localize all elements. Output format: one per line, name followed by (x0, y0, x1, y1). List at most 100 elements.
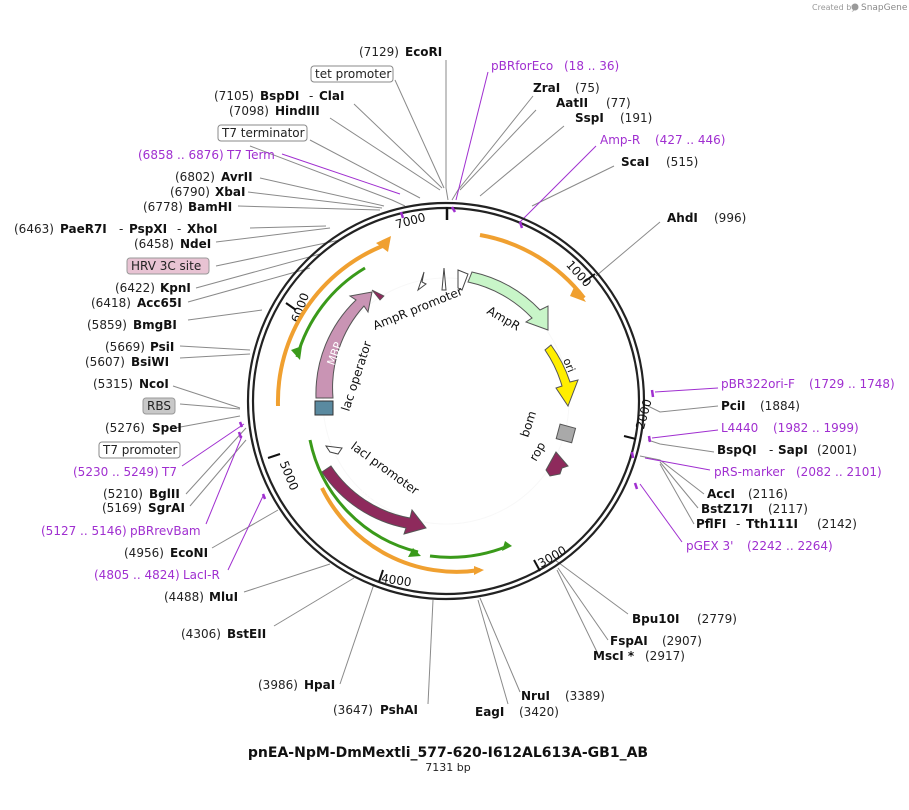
enzyme-hpai-pos: (3986) (258, 678, 298, 692)
t7-promoter-box (98, 441, 181, 459)
credit-brand: SnapGene (861, 3, 908, 13)
enzyme-bpu10i: Bpu10I (632, 612, 679, 626)
enzyme-scai-pos: (515) (666, 155, 698, 169)
laci-promoter-label: lacI promoter (348, 439, 421, 498)
enzyme-acci-pos: (2116) (748, 487, 788, 501)
enzyme-msci-pos: (2917) (645, 649, 685, 663)
enzyme-bsteii: BstEII (227, 627, 266, 641)
enzyme-pspxi: PspXI (129, 222, 167, 236)
enzyme-mlui: MluI (209, 590, 238, 604)
rop-label: rop (526, 439, 548, 463)
hrv-feature[interactable] (371, 289, 385, 301)
enzyme-bpu10i-pos: (2779) (697, 612, 737, 626)
ampr-feature[interactable] (467, 271, 549, 331)
primer-t7-term-range: (6858 .. 6876) (138, 148, 224, 162)
enzyme-bsiwi-pos: (5607) (85, 355, 125, 369)
enzyme-nrui: NruI (521, 689, 550, 703)
primer-pbrrevbam: pBRrevBam (130, 524, 201, 538)
lac-operator-label: lac operator (339, 339, 375, 413)
enzyme-pflfi: PflFI (696, 517, 726, 531)
enzyme-bspqi-pos: (2001) (817, 443, 857, 457)
primer-markers (237, 206, 655, 500)
tick-marks (267, 208, 637, 583)
t7-terminator-box (217, 124, 308, 142)
mbp-feature[interactable] (315, 291, 373, 399)
enzyme-xhoi: XhoI (187, 222, 218, 236)
enzyme-eagi-pos: (3420) (519, 705, 559, 719)
enzyme-spei: SpeI (152, 421, 182, 435)
lac-operator-feature[interactable] (314, 400, 334, 416)
enzyme-bspdi: BspDI (260, 89, 299, 103)
primer-labels: pBRforEco (18 .. 36) Amp-R (427 .. 446) … (41, 59, 895, 582)
enzyme-avrii-pos: (6802) (175, 170, 215, 184)
enzyme-kpni-pos: (6422) (115, 281, 155, 295)
ori-feature[interactable] (544, 344, 579, 408)
enzyme-fspai: FspAI (610, 634, 648, 648)
primer-ampr-range: (427 .. 446) (655, 133, 725, 147)
enzyme-bamhi: BamHI (188, 200, 232, 214)
primer-laci-r: LacI-R (183, 568, 220, 582)
enzyme-fspai-pos: (2907) (662, 634, 702, 648)
enzyme-scai: ScaI (621, 155, 649, 169)
enzyme-ndei: NdeI (180, 237, 211, 251)
enzyme-paer7i-pos: (6463) (14, 222, 54, 236)
enzyme-ncoi-pos: (5315) (93, 377, 133, 391)
enzyme-sspi: SspI (575, 111, 604, 125)
hrv-site-box (126, 257, 210, 275)
enzyme-bsteii-pos: (4306) (181, 627, 221, 641)
backbone (246, 201, 646, 601)
promoter-arrow-2 (441, 267, 447, 291)
laci-feature[interactable] (321, 465, 427, 535)
enzyme-bamhi-pos: (6778) (143, 200, 183, 214)
enzyme-hindiii-pos: (7098) (229, 104, 269, 118)
enzyme-kpni: KpnI (160, 281, 191, 295)
enzyme-bmgbi-pos: (5859) (87, 318, 127, 332)
rop-feature[interactable] (545, 451, 569, 477)
enzyme-bstz17i-pos: (2117) (768, 502, 808, 516)
tet-promoter-label: tet promoter (315, 67, 391, 81)
enzyme-ndei-pos: (6458) (134, 237, 174, 251)
enzyme-psii: PsiI (150, 340, 174, 354)
enzyme-xbai-pos: (6790) (170, 185, 210, 199)
enzyme-econi-pos: (4956) (124, 546, 164, 560)
ampr-label: AmpR (485, 303, 523, 333)
primer-prs-marker: pRS-marker (714, 465, 785, 479)
ampr-promoter-arrow (457, 269, 469, 291)
enzyme-zrai: ZraI (533, 81, 560, 95)
enzyme-paer7i: PaeR7I (60, 222, 107, 236)
enzyme-bspqi: BspQI (717, 443, 757, 457)
t7-promoter-label: T7 promoter (102, 443, 178, 457)
primer-t7-term: T7 Term (226, 148, 275, 162)
plasmid-title: pnEA-NpM-DmMextli_577-620-I612AL613A-GB1… (248, 745, 648, 761)
enzyme-ecori-pos: (7129) (359, 45, 399, 59)
enzyme-xbai: XbaI (215, 185, 245, 199)
enzyme-aatii-pos: (77) (606, 96, 631, 110)
ampr-promoter-label: AmpR promoter (371, 284, 465, 333)
plasmid-length: 7131 bp (425, 761, 470, 774)
enzyme-zrai-pos: (75) (575, 81, 600, 95)
promoter-arrow-1 (417, 271, 427, 292)
tick-2000: 2000 (633, 398, 654, 431)
svg-text:-: - (119, 222, 123, 236)
primer-pbr322ori-f: pBR322ori-F (721, 377, 795, 391)
enzyme-bglii-pos: (5210) (103, 487, 143, 501)
enzyme-sgrai-pos: (5169) (102, 501, 142, 515)
enzyme-acc65i-pos: (6418) (91, 296, 131, 310)
enzyme-acci: AccI (707, 487, 735, 501)
enzyme-ahdi: AhdI (667, 211, 698, 225)
bom-feature[interactable] (555, 423, 577, 444)
svg-text:-: - (309, 89, 313, 103)
enzyme-pflfi-pos: (2142) (817, 517, 857, 531)
enzyme-msci: MscI * (593, 649, 635, 663)
enzyme-mlui-pos: (4488) (164, 590, 204, 604)
primer-pgex3-range: (2242 .. 2264) (747, 539, 833, 553)
primer-pgex3: pGEX 3' (686, 539, 733, 553)
enzyme-clai: ClaI (319, 89, 344, 103)
primer-prs-marker-range: (2082 .. 2101) (796, 465, 882, 479)
enzyme-sspi-pos: (191) (620, 111, 652, 125)
primer-pbrforeco-range: (18 .. 36) (564, 59, 619, 73)
enzyme-sapi: SapI (778, 443, 808, 457)
primer-t7: T7 (161, 465, 177, 479)
enzyme-spei-pos: (5276) (105, 421, 145, 435)
primer-pbrforeco: pBRforEco (491, 59, 553, 73)
